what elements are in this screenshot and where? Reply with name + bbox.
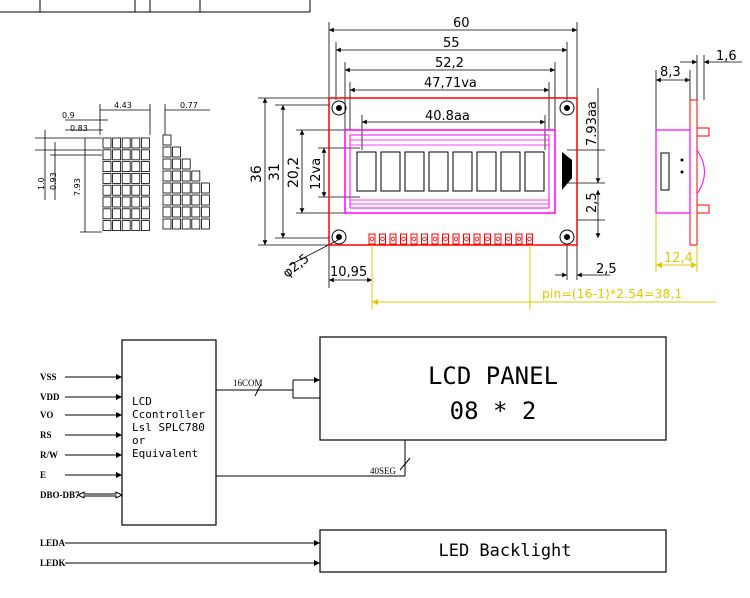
dim-2-5-right: 2,5 [585, 192, 600, 213]
pin [515, 233, 523, 245]
panel-title: LCD PANEL [428, 362, 558, 390]
pin [379, 233, 386, 245]
dim-12-4: 12,4 [664, 251, 693, 266]
pin [526, 233, 533, 245]
dim-40-8: 40.8aa [425, 109, 470, 124]
char-cell [428, 151, 449, 192]
title-block-fragment [0, 0, 311, 13]
char-cell [524, 151, 545, 192]
char-cell [476, 151, 497, 192]
input-label: RS [40, 430, 52, 440]
pin [442, 233, 449, 245]
front-view: 60 55 52,2 47,71va 40.8aa 36 31 20,2 12v… [249, 16, 716, 310]
pin [389, 233, 397, 245]
dim-2-5-bottom: 2,5 [596, 262, 617, 277]
lcd-panel-box [319, 336, 667, 441]
pin [463, 233, 470, 245]
char-cell [380, 151, 401, 192]
pin-row [368, 233, 533, 245]
ledk-label: LEDK [40, 558, 66, 568]
active-area [349, 134, 550, 209]
dim-10-95: 10,95 [330, 265, 367, 280]
controller-line: Lsl SPLC780 [132, 421, 205, 434]
input-label: VSS [40, 372, 57, 382]
dim-36: 36 [249, 165, 265, 183]
module-outline [328, 97, 578, 246]
char-pitch-w-label: 4.43 [114, 101, 132, 110]
dim-60: 60 [453, 16, 470, 31]
pin [484, 233, 491, 245]
dim-20-2: 20,2 [286, 157, 302, 188]
controller-line: or [132, 434, 146, 447]
signal-inputs: VSS VDD VO RS R/W E DBO-DB7 [40, 372, 124, 500]
input-label: DBO-DB7 [40, 490, 80, 500]
dot-h-label: 1.0 [37, 177, 46, 190]
pin-formula: pin=(16-1)*2.54=38,1 [542, 286, 682, 301]
char-cells [356, 151, 545, 192]
pin [452, 233, 460, 245]
input-label: E [40, 470, 46, 480]
dim-1-6: 1,6 [716, 49, 737, 64]
input-label: R/W [40, 450, 58, 460]
pin [494, 233, 502, 245]
block-diagram: VSS VDD VO RS R/W E DBO-DB7 LCDCcontrollerLsl … [40, 336, 667, 573]
char-cell [356, 151, 377, 192]
char-cell [500, 151, 521, 192]
dot-w-label: 0.9 [62, 111, 75, 120]
char-pitch-label: 0.77 [180, 101, 198, 110]
char-dot-grid [102, 137, 150, 232]
char-staircase [162, 134, 210, 230]
pin [368, 233, 376, 245]
input-label: VDD [40, 392, 60, 402]
dim-7-93: 7.93aa [585, 101, 600, 146]
dot-h2-label: 0.93 [49, 172, 58, 190]
panel-format: 08 * 2 [450, 397, 537, 425]
dim-8-3: 8,3 [660, 65, 681, 80]
dot-w2-label: 0.83 [70, 124, 88, 133]
com-label: 16COM [233, 378, 263, 388]
pin [505, 233, 512, 245]
pin [473, 233, 481, 245]
backlight-box [319, 529, 667, 573]
pin [410, 233, 418, 245]
side-view: 8,3 1,6 12,4 [655, 49, 742, 272]
dim-52-2: 52,2 [435, 56, 464, 71]
dim-12: 12va [309, 158, 324, 190]
viewing-area [344, 129, 556, 214]
input-label: VO [40, 410, 53, 420]
pin [400, 233, 407, 245]
seg-label: 40SEG [370, 466, 397, 476]
char-cell [452, 151, 473, 192]
dim-55: 55 [443, 36, 460, 51]
leda-label: LEDA [40, 538, 66, 548]
char-h-label: 7.93 [73, 178, 82, 196]
mounting-holes [331, 100, 575, 245]
dim-31: 31 [267, 163, 283, 181]
controller-line: Equivalent [132, 447, 198, 460]
controller-line: Ccontroller [132, 408, 205, 421]
character-detail: 4.43 0.77 0.9 0.83 1.0 0.93 7.93 [35, 101, 210, 233]
zebra-connector [562, 152, 572, 190]
controller-box [121, 339, 217, 526]
controller-line: LCD [132, 395, 152, 408]
pin [421, 233, 428, 245]
dim-47-71: 47,71va [424, 76, 477, 91]
pin [431, 233, 439, 245]
char-cell [404, 151, 425, 192]
backlight-label: LED Backlight [438, 541, 571, 561]
